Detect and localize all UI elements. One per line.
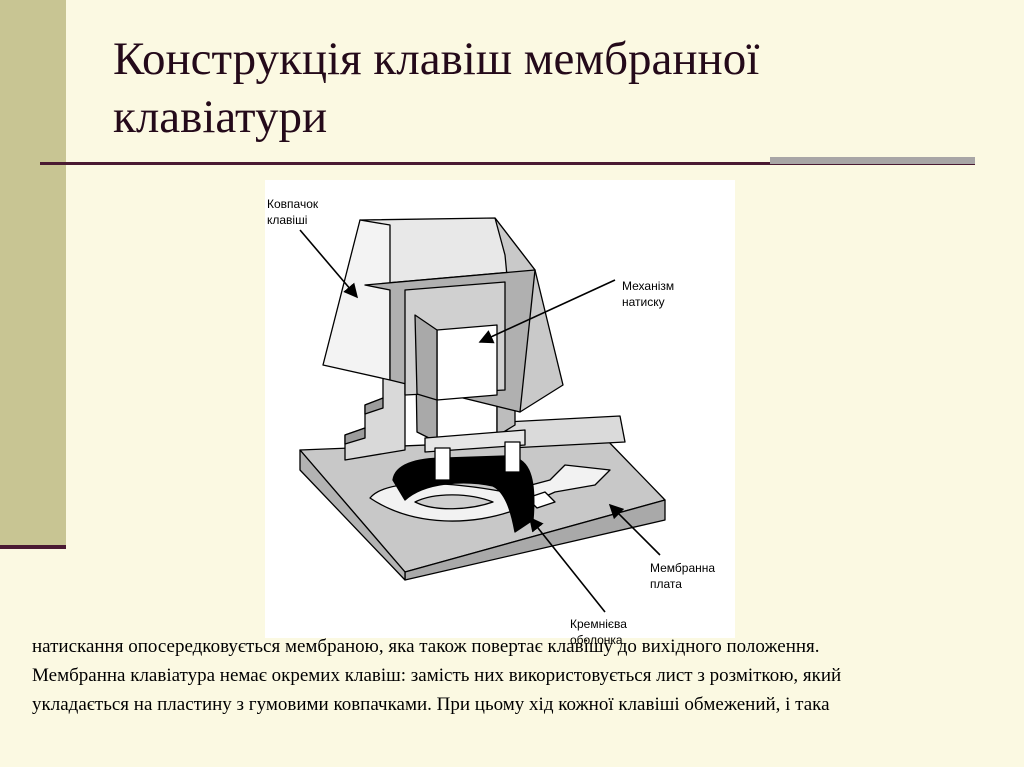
plunger-leg-right [504, 441, 521, 473]
title-underline-accent [770, 157, 975, 164]
silicone-label: Кремнієва оболонка [570, 617, 627, 647]
body-line: укладається на пластину з гумовими ковпа… [32, 694, 830, 715]
slide-title: Конструкція клавіш мембранної клавіатури [113, 33, 760, 143]
housing-left-steps-front [344, 397, 384, 445]
body-line: натискання опосередковується мембраною, … [32, 636, 820, 657]
plunger-column-upper [436, 324, 498, 401]
keyboard-key-diagram: Ковпачок клавіші Механізм натиску Мембра… [265, 180, 735, 647]
membrane-label: Мембранна плата [650, 561, 716, 591]
key-cross-section-drawing [299, 217, 666, 613]
side-decor-bar [0, 0, 66, 545]
keycap-arrow [299, 229, 359, 299]
silicone-arrow [529, 516, 606, 613]
side-decor-bar-base [0, 545, 66, 549]
membrane-arrow [608, 503, 661, 556]
base-plate-side [299, 449, 406, 581]
keycap-left-face [322, 219, 391, 381]
plunger-leg-left [434, 447, 451, 481]
body-paragraph: натискання опосередковується мембраною, … [32, 632, 1024, 767]
membrane-trace-inner [414, 494, 494, 510]
mechanism-arrow [478, 279, 616, 344]
plunger-foot [424, 429, 526, 453]
body-line: Мембранна клавіатура немає окремих клаві… [32, 665, 842, 686]
mechanism-label: Механізм натиску [622, 279, 675, 309]
plunger-side-upper [414, 314, 438, 401]
title-underline [40, 162, 975, 165]
keycap-label: Ковпачок клавіші [267, 197, 319, 227]
